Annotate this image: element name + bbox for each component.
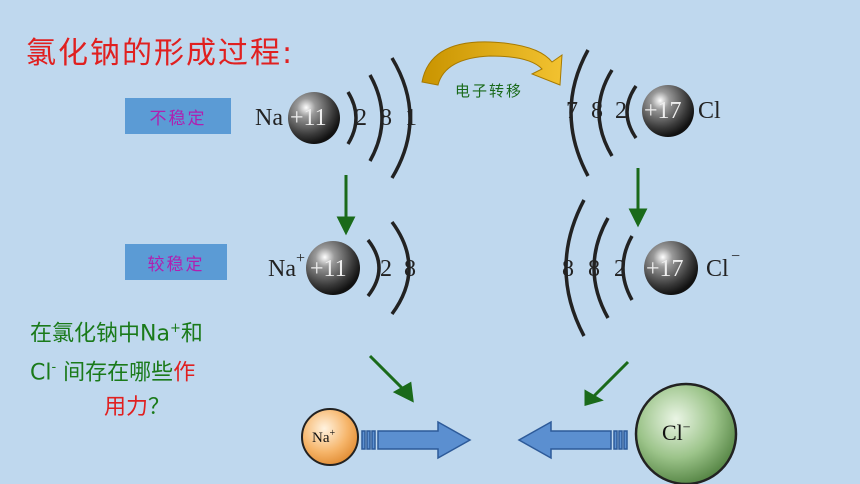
cl-ion-charge: − xyxy=(731,248,741,265)
cl-atom-nucleus-label: +17 xyxy=(644,98,682,124)
na-atom-symbol: Na xyxy=(255,105,283,131)
na-ion-nucleus xyxy=(306,241,360,295)
cl-ion-symbol: Cl xyxy=(706,256,729,282)
na-atom-shells xyxy=(346,57,412,179)
label-more-stable: 较稳定 xyxy=(125,244,227,280)
na-ion-shell-2: 8 xyxy=(404,256,416,282)
na-ion-ball xyxy=(301,408,359,466)
na-atom-shell-2: 8 xyxy=(380,105,392,131)
label-more-stable-text: 较稳定 xyxy=(147,254,205,275)
na-ion-charge: + xyxy=(296,250,306,267)
electron-transfer-arrow xyxy=(421,41,563,86)
na-ion-shell-1: 2 xyxy=(380,256,392,282)
cl-ion-shells xyxy=(564,199,634,337)
na-atom-shell-3: 1 xyxy=(405,105,417,131)
na-ion-nucleus-label: +11 xyxy=(310,256,347,282)
na-ion-ball-label: Na+ xyxy=(312,428,336,446)
label-unstable-text: 不稳定 xyxy=(149,108,207,129)
cl-ion-nucleus-label: +17 xyxy=(646,256,684,282)
cl-atom-nucleus xyxy=(642,85,694,137)
cl-atom-symbol: Cl xyxy=(698,98,721,124)
cl-ion-shell-2: 2 xyxy=(614,256,626,282)
cl-ion-ball xyxy=(634,382,738,484)
green-diagonal-arrows xyxy=(368,354,630,406)
cl-atom-shell-7: 7 xyxy=(566,98,578,124)
electron-transfer-label: 电子转移 xyxy=(455,82,524,100)
na-ion-symbol: Na xyxy=(268,256,296,282)
cl-atom-shell-2: 2 xyxy=(615,98,627,124)
question-line-1: 在氯化钠中Na+和 xyxy=(30,321,203,347)
cl-ion-ball-label: Cl− xyxy=(662,420,691,445)
green-down-arrows xyxy=(336,168,648,236)
cl-atom-shells xyxy=(569,49,638,177)
label-unstable: 不稳定 xyxy=(125,98,231,134)
cl-atom-shell-8: 8 xyxy=(591,98,603,124)
blue-arrow-right xyxy=(361,420,472,460)
blue-arrow-left xyxy=(517,420,628,460)
na-atom-nucleus xyxy=(288,92,340,144)
question-line-2: Cl- 间存在哪些作 xyxy=(30,360,196,386)
na-ion-shells xyxy=(366,220,411,316)
cl-ion-nucleus xyxy=(644,241,698,295)
na-atom-nucleus-label: +11 xyxy=(290,105,327,131)
cl-ion-shell-8a: 8 xyxy=(562,256,574,282)
page-title: 氯化钠的形成过程: xyxy=(26,36,295,71)
question-text: 在氯化钠中Na+和 Cl- 间存在哪些作 用力？ xyxy=(30,312,250,425)
na-atom-shell-1: 2 xyxy=(355,105,367,131)
cl-ion-shell-8b: 8 xyxy=(588,256,600,282)
question-line-3: 用力？ xyxy=(104,394,171,420)
